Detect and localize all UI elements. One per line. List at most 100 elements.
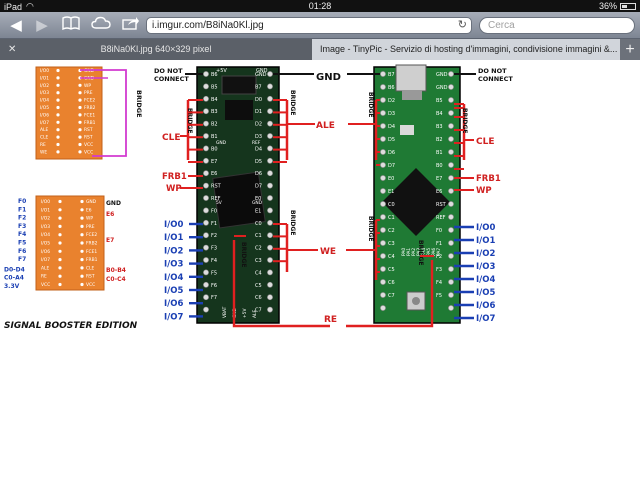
- io-label-left: I/O0: [164, 220, 183, 230]
- chip-pin-dot: [78, 91, 82, 95]
- board-mid-label: GND: [216, 140, 227, 146]
- chip-pin-dot: [78, 135, 82, 139]
- chip-pin-dot: [56, 68, 60, 73]
- chip-pin-label: I/O7: [41, 257, 50, 263]
- board-pin-label: F1: [211, 221, 217, 227]
- header-pin: [448, 97, 454, 103]
- chip-pin-label: I/O5: [40, 105, 49, 111]
- chip-pin-label: I/O1: [40, 75, 49, 81]
- header-pin: [203, 157, 209, 164]
- reload-icon[interactable]: ↻: [457, 19, 467, 31]
- chip-outer-label: F1: [18, 206, 26, 213]
- chip-pin-dot: [58, 199, 62, 204]
- board-pin-label: F5: [436, 293, 442, 299]
- battery-icon: [620, 2, 636, 10]
- header-pin: [267, 244, 273, 251]
- back-icon[interactable]: ◀: [10, 17, 22, 34]
- wire: [346, 260, 434, 328]
- url-field[interactable]: i.imgur.com/B8iNa0Kl.jpg ↻: [146, 17, 472, 34]
- chip-pin-label: I/O4: [40, 98, 49, 104]
- tab-close-icon[interactable]: ✕: [8, 44, 17, 55]
- header-pin: [448, 149, 454, 155]
- board-pin-label: B3: [211, 109, 218, 115]
- chip-pin-dot: [56, 105, 60, 110]
- board-pin-label: D1: [255, 109, 262, 115]
- chip-outer-label: B0-B4: [106, 267, 126, 274]
- header-pin: [380, 227, 386, 233]
- chip-pin-label: CLE: [86, 265, 95, 271]
- board-pin-label: GND: [255, 72, 267, 78]
- url-text: i.imgur.com/B8iNa0Kl.jpg: [152, 20, 264, 31]
- header-pin: [448, 214, 454, 220]
- header-pin: [267, 95, 273, 102]
- forward-icon[interactable]: ▶: [36, 17, 48, 34]
- chip-pin-dot: [56, 120, 60, 124]
- io-label-left: I/O2: [164, 246, 183, 256]
- io-label-left: I/O4: [164, 273, 183, 283]
- board-pin-label: C0: [388, 202, 395, 208]
- board-pin-label: D7: [255, 184, 262, 190]
- chip-pin-label: WP: [86, 216, 93, 222]
- board-pin-label: F0: [436, 228, 442, 234]
- chip-pin-label: GND: [86, 199, 97, 205]
- tab-image[interactable]: ✕ B8iNa0Kl.jpg 640×329 pixel: [0, 39, 312, 60]
- chip-outer-label: 3.3V: [4, 283, 20, 290]
- board1-usb: [221, 75, 257, 95]
- frb1-label-right: FRB1: [476, 174, 501, 184]
- header-pin: [267, 257, 273, 263]
- search-field[interactable]: Cerca: [479, 17, 635, 34]
- header-pin: [380, 123, 386, 129]
- chip-pin-label: VCC: [86, 282, 95, 288]
- header-pin: [380, 305, 386, 311]
- header-pin: [448, 253, 454, 259]
- bridge-label: BRIDGE: [461, 108, 468, 133]
- chip-pin-dot: [78, 142, 82, 147]
- chip-pin-dot: [80, 208, 84, 212]
- do-not-connect-label: DO NOT: [154, 67, 183, 75]
- board-pin-label: F4: [436, 280, 442, 286]
- chip-pin-label: CLE: [40, 135, 49, 141]
- header-pin: [267, 182, 273, 189]
- chip-pin-dot: [80, 266, 84, 270]
- header-pin: [203, 244, 209, 251]
- header-pin: [203, 232, 209, 239]
- board-bottom-label: PA0: [401, 248, 407, 256]
- io-label-right: I/O3: [476, 262, 495, 272]
- new-tab-button[interactable]: +: [625, 41, 635, 58]
- board-pin-label: E0: [255, 196, 261, 202]
- connect-label: CONNECT: [154, 75, 189, 83]
- chip-pin-dot: [56, 135, 60, 139]
- chip-pin-dot: [58, 266, 62, 270]
- chip-pin-dot: [58, 233, 62, 237]
- chip-pin-label: E6: [86, 207, 92, 213]
- cloud-icon[interactable]: [90, 16, 112, 35]
- chip-pin-label: VCC: [41, 282, 50, 288]
- re-label: RE: [324, 315, 337, 325]
- chip-pin-label: FRB2: [84, 105, 96, 111]
- board-pin-label: D6: [388, 150, 395, 156]
- board-pin-label: C4: [255, 270, 262, 276]
- header-pin: [267, 269, 273, 276]
- io-label-left: I/O3: [164, 260, 183, 270]
- chip-pin-dot: [56, 83, 60, 87]
- board-pin-label: F2: [436, 254, 442, 260]
- board-pin-label: E7: [436, 176, 442, 182]
- share-icon[interactable]: [120, 16, 142, 35]
- chip-pin-dot: [80, 199, 84, 204]
- header-pin: [267, 170, 273, 177]
- chip-outer-label: C0-A4: [4, 275, 24, 282]
- chip-pin-label: RST: [84, 135, 93, 141]
- header-pin: [380, 162, 386, 168]
- header-pin: [267, 281, 273, 288]
- header-pin: [267, 71, 273, 77]
- tab-tinypic[interactable]: Image - TinyPic - Servizio di hosting d'…: [312, 39, 620, 60]
- board-pin-label: F0: [211, 208, 217, 214]
- bookmarks-icon[interactable]: [60, 16, 82, 35]
- header-pin: [448, 279, 454, 285]
- chip-pin-label: PRE: [84, 90, 93, 96]
- tab-title: Image - TinyPic - Servizio di hosting d'…: [320, 44, 618, 54]
- chip-pin-dot: [80, 216, 84, 220]
- board-pin-label: D4: [255, 146, 262, 152]
